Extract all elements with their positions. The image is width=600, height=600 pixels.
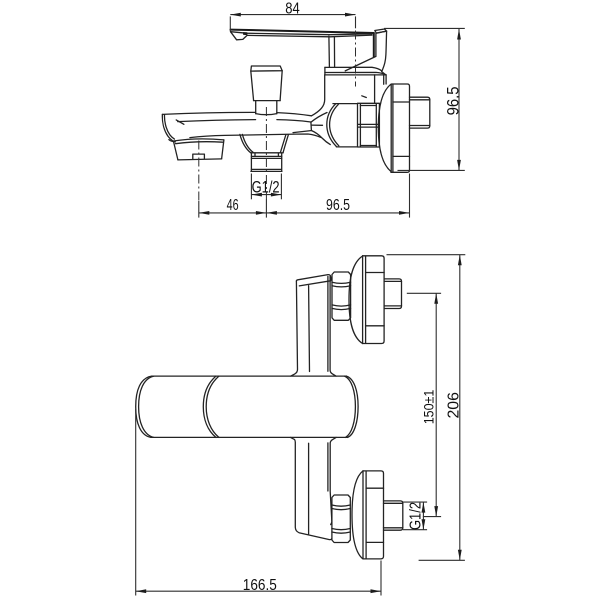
svg-text:84: 84 [285, 0, 300, 17]
svg-text:G1/2: G1/2 [408, 502, 425, 530]
svg-text:166.5: 166.5 [243, 577, 277, 594]
svg-text:150±1: 150±1 [421, 390, 437, 425]
svg-text:96.5: 96.5 [326, 197, 350, 214]
svg-text:46: 46 [227, 197, 239, 214]
svg-text:96.5: 96.5 [444, 86, 463, 115]
svg-text:G1/2: G1/2 [252, 177, 280, 196]
svg-text:206: 206 [445, 392, 462, 418]
